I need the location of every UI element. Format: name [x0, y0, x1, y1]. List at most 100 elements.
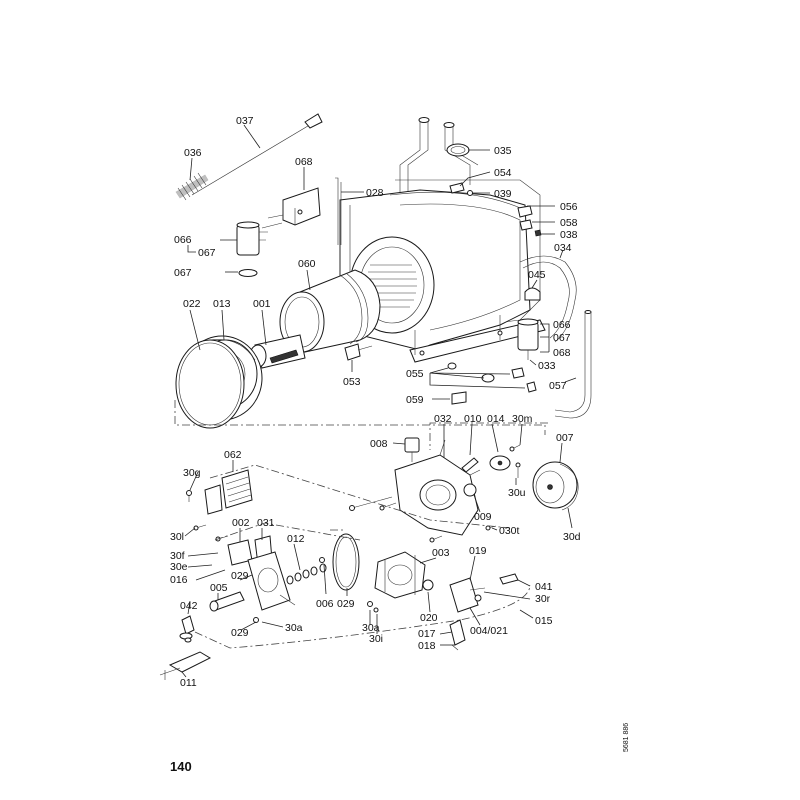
- silencer-042: [179, 615, 195, 643]
- callout-056: 056: [560, 201, 578, 213]
- callout-019: 019: [469, 545, 487, 557]
- nozzle-041: [499, 573, 519, 585]
- callout-068: 068: [295, 156, 313, 168]
- callout-038: 038: [560, 229, 578, 241]
- callout-058: 058: [560, 217, 578, 229]
- callout-30a: 30a: [285, 622, 303, 634]
- bracket-011: [159, 651, 212, 680]
- pipe-057: [554, 310, 592, 419]
- callout-045: 045: [528, 269, 546, 281]
- cleaning-brush-036-037: [175, 113, 323, 201]
- connector-062: [204, 469, 253, 515]
- callout-005: 005: [210, 582, 228, 594]
- callout-067: 067: [198, 247, 216, 259]
- callout-029: 029: [231, 627, 249, 639]
- part-014: [489, 455, 511, 471]
- callout-013: 013: [213, 298, 231, 310]
- callout-067: 067: [553, 332, 571, 344]
- callout-031: 031: [257, 517, 275, 529]
- assembly-line-lower-2: [209, 464, 511, 529]
- screw-006: [319, 557, 325, 563]
- callout-067: 067: [174, 267, 192, 279]
- venturi-005: [209, 591, 245, 612]
- callout-053: 053: [343, 376, 361, 388]
- callout-009: 009: [474, 511, 492, 523]
- callout-30m: 30m: [512, 413, 533, 425]
- callout-055: 055: [406, 368, 424, 380]
- callout-041: 041: [535, 581, 553, 593]
- callout-059: 059: [406, 394, 424, 406]
- assembly-line-upper: [174, 400, 546, 435]
- leader-lines: [181, 124, 577, 678]
- fan-motor-007: [532, 461, 579, 511]
- callout-002: 002: [232, 517, 250, 529]
- callout-034: 034: [554, 242, 572, 254]
- bracket-068: [261, 187, 321, 229]
- callout-030t: 030t: [499, 525, 520, 537]
- callout-labels: 037 036 068 066 067 067 028 035 054 039 …: [170, 115, 581, 689]
- o-rings-012: [286, 563, 327, 585]
- callout-003: 003: [432, 547, 450, 559]
- assembly-line-lower-1: [429, 422, 548, 450]
- screws-upper-row: [186, 444, 521, 543]
- sensor-066: [236, 221, 268, 256]
- callout-30d: 30d: [563, 531, 581, 543]
- callout-029: 029: [337, 598, 355, 610]
- callout-30i: 30i: [369, 633, 383, 645]
- page-number: 140: [170, 759, 192, 774]
- callout-020: 020: [420, 612, 438, 624]
- assembly-line-lower-4: [194, 584, 531, 649]
- callout-30l: 30l: [170, 531, 184, 543]
- electrode-053: [344, 343, 373, 361]
- callout-004-021: 004/021: [470, 625, 508, 637]
- callout-062: 062: [224, 449, 242, 461]
- callout-066: 066: [174, 234, 192, 246]
- callout-068: 068: [553, 347, 571, 359]
- callout-30u: 30u: [508, 487, 526, 499]
- callout-001: 001: [253, 298, 271, 310]
- callout-035: 035: [494, 145, 512, 157]
- callout-30r: 30r: [535, 593, 551, 605]
- mixing-chamber-029: [247, 551, 296, 611]
- callout-015: 015: [535, 615, 553, 627]
- fittings-055-059: [447, 362, 537, 405]
- callout-028: 028: [366, 187, 384, 199]
- callout-008: 008: [370, 438, 388, 450]
- ignition-unit-008: [404, 437, 420, 462]
- callout-037: 037: [236, 115, 254, 127]
- callout-010: 010: [464, 413, 482, 425]
- hose-034: [519, 255, 577, 343]
- gasket-029: [332, 533, 360, 591]
- callout-011: 011: [180, 677, 197, 689]
- callout-022: 022: [183, 298, 201, 310]
- ring-009: [463, 483, 477, 497]
- callout-054: 054: [494, 167, 512, 179]
- clip-045: [524, 287, 541, 301]
- callout-30a: 30a: [362, 622, 380, 634]
- callout-016: 016: [170, 574, 188, 586]
- callout-033: 033: [538, 360, 556, 372]
- callout-036: 036: [184, 147, 202, 159]
- callout-017: 017: [418, 628, 436, 640]
- callout-029: 029: [231, 570, 249, 582]
- callout-042: 042: [180, 600, 198, 612]
- mounting-plate-032: [394, 439, 481, 536]
- callout-30e: 30e: [170, 561, 188, 573]
- callout-30g: 30g: [183, 467, 201, 479]
- o-ring-067: [238, 269, 258, 277]
- callout-006: 006: [316, 598, 334, 610]
- assembly-line-lower-3: [214, 522, 361, 541]
- gasket-022: [175, 339, 245, 429]
- rod-028: [335, 177, 342, 245]
- callout-012: 012: [287, 533, 305, 545]
- callout-014: 014: [487, 413, 505, 425]
- callout-007: 007: [556, 432, 574, 444]
- callout-057: 057: [549, 380, 567, 392]
- callout-30f: 30f: [170, 550, 185, 562]
- gas-valve-019: [449, 577, 486, 613]
- callout-060: 060: [298, 258, 316, 270]
- sensor-right-066: [517, 318, 539, 360]
- screw-30a: [253, 601, 379, 623]
- seal-020: [422, 579, 434, 591]
